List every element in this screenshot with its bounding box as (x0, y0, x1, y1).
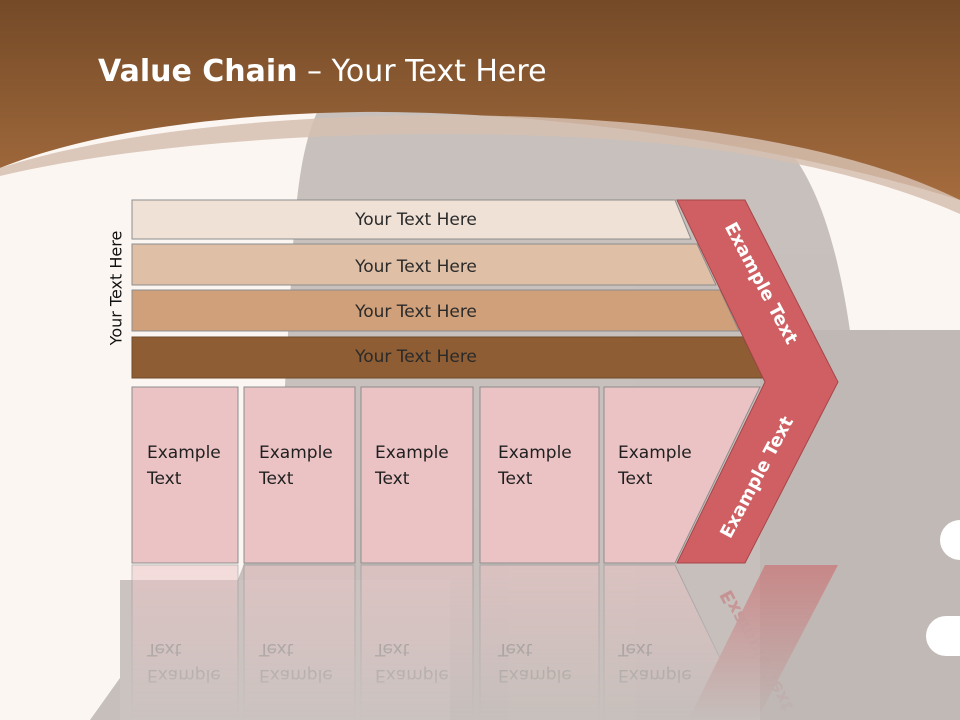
support-bars: Your Text Here Your Text Here Your Text … (131, 199, 764, 379)
reflection-text: Text (374, 639, 410, 659)
primary-column[interactable]: Example Text (243, 386, 356, 564)
support-bar-shape (131, 243, 717, 286)
reflection-text: Example (618, 665, 692, 685)
reflection-text: Example (498, 665, 572, 685)
primary-column-label-line2: Text (146, 469, 182, 489)
reflection-text: Text (146, 639, 182, 659)
title-bold: Value Chain (98, 54, 298, 89)
primary-column-box (360, 386, 474, 564)
reflection-text: Example (147, 665, 221, 685)
reflection-text: Text (617, 639, 653, 659)
decor-pill (926, 616, 960, 656)
primary-column-box (479, 386, 600, 564)
support-bar-shape (131, 289, 740, 332)
primary-column-box (603, 386, 761, 564)
header-band (0, 0, 960, 200)
primary-column[interactable]: Example Text (360, 386, 474, 564)
primary-column-label-line1: Example (375, 443, 449, 463)
primary-column-label-line2: Text (374, 469, 410, 489)
reflection-text: Text (258, 639, 294, 659)
header-swoosh (0, 115, 960, 214)
page-title: Value Chain – Your Text Here (98, 54, 547, 89)
primary-column-box (131, 386, 239, 564)
primary-column-label-line1: Example (498, 443, 572, 463)
decor-pill (940, 520, 960, 560)
primary-column-box (243, 386, 356, 564)
reflection-text: Text (497, 639, 533, 659)
support-bar[interactable]: Your Text Here (131, 289, 740, 332)
support-bar[interactable]: Your Text Here (131, 243, 717, 286)
title-rest: – Your Text Here (297, 54, 547, 89)
support-bar-label: Your Text Here (354, 302, 477, 322)
primary-column-label-line2: Text (497, 469, 533, 489)
reflection-text: Example (375, 665, 449, 685)
primary-column[interactable]: Example Text (603, 386, 761, 564)
primary-column[interactable]: Example Text (131, 386, 239, 564)
diagram-reflection: Example Text Example Text Example Text E… (131, 564, 838, 720)
primary-column-label-line2: Text (258, 469, 294, 489)
support-bar[interactable]: Your Text Here (131, 336, 764, 379)
support-bar-shape (131, 199, 692, 240)
support-bar-label: Your Text Here (354, 347, 477, 367)
primary-column-label-line2: Text (617, 469, 653, 489)
support-bar-label: Your Text Here (354, 257, 477, 277)
primary-column-label-line1: Example (147, 443, 221, 463)
reflection-text: Example (259, 665, 333, 685)
primary-columns: Example Text Example Text Example Text E… (131, 386, 761, 564)
primary-column-label-line1: Example (618, 443, 692, 463)
primary-column[interactable]: Example Text (479, 386, 600, 564)
primary-column-label-line1: Example (259, 443, 333, 463)
support-bar-label: Your Text Here (354, 210, 477, 230)
support-bar[interactable]: Your Text Here (131, 199, 692, 240)
margin-chevron-shape (676, 199, 839, 564)
